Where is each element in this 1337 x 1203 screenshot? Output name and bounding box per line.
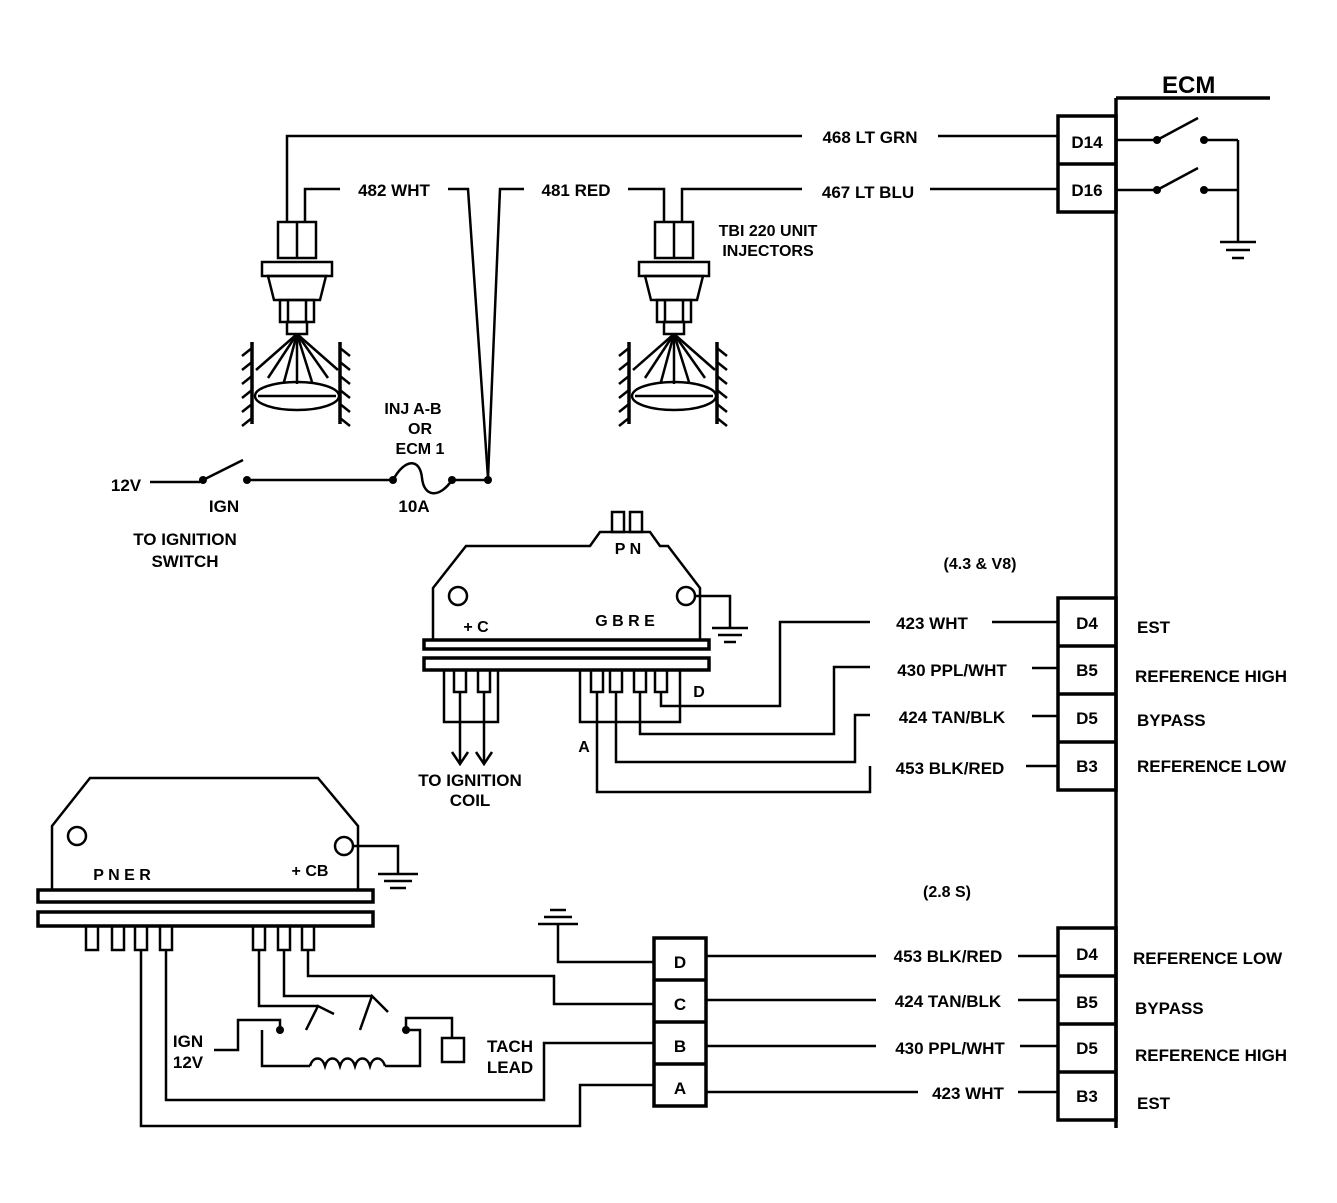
connector-b: B (674, 1037, 686, 1056)
pin-d16: D16 (1071, 181, 1102, 200)
connector-d: D (674, 953, 686, 972)
v8-pin-a: A (578, 739, 590, 756)
v8-pin-label: B3 (1076, 757, 1098, 776)
m28-right-pins: + CB (292, 863, 329, 880)
m28-left-pins: P N E R (93, 867, 151, 884)
injectors-label-line2: INJECTORS (722, 243, 814, 260)
m28-module-ground-icon (378, 872, 418, 890)
ecm-block: ECM (1114, 72, 1270, 1128)
ign-label: IGN (209, 497, 239, 516)
v8-row-reference-low: 453 BLK/RED B3 REFERENCE LOW (896, 757, 1287, 778)
fuse-icon (389, 462, 456, 495)
coil-label-line2: COIL (450, 791, 491, 810)
m28-pickup-coil-icon (257, 950, 654, 1071)
fuse-label-line1: INJ A-B (384, 401, 441, 418)
wire-468-label: 468 LT GRN (822, 128, 917, 147)
m28-wire-label: 430 PPL/WHT (895, 1039, 1005, 1058)
ecm-label: ECM (1162, 72, 1215, 99)
v8-func-label: EST (1137, 618, 1171, 637)
wire-467-label: 467 LT BLU (822, 183, 914, 202)
v8-wire-label: 424 TAN/BLK (899, 708, 1006, 727)
connector-a: A (674, 1079, 686, 1098)
wire-481-label: 481 RED (542, 181, 611, 200)
m28-func-label: BYPASS (1135, 999, 1204, 1018)
m28-pin-label: B3 (1076, 1087, 1098, 1106)
v8-func-label: REFERENCE LOW (1137, 757, 1287, 776)
v8-pin-d: D (693, 684, 705, 701)
ignition-switch-icon (199, 458, 251, 484)
v12-label: 12V (111, 476, 142, 495)
injector-circuit: D14 D16 468 LT GRN 482 WHT 481 RED 467 L… (241, 114, 1118, 479)
m28-wire-label: 424 TAN/BLK (895, 992, 1002, 1011)
v8-wire-label: 423 WHT (896, 614, 968, 633)
v8-right-pins: G B R E (595, 613, 655, 630)
v8-top-pins: P N (615, 541, 641, 558)
v8-func-label: REFERENCE HIGH (1135, 667, 1287, 686)
m28-wire-label: 453 BLK/RED (894, 947, 1003, 966)
m28-row-reference-high: 430 PPL/WHT D5 REFERENCE HIGH (895, 1039, 1287, 1065)
coil-label-line1: TO IGNITION (418, 771, 522, 790)
m28-row-est: 423 WHT B3 EST (932, 1084, 1171, 1113)
injectors-label-line1: TBI 220 UNIT (719, 223, 818, 240)
v8-pin-label: B5 (1076, 661, 1098, 680)
m28-func-label: REFERENCE LOW (1133, 949, 1283, 968)
v8-left-pins: + C (463, 619, 489, 636)
v8-row-est: 423 WHT D4 EST (896, 614, 1171, 637)
v8-ground-icon (712, 626, 748, 644)
v8-row-reference-high: 430 PPL/WHT B5 REFERENCE HIGH (897, 661, 1287, 686)
m28-func-label: EST (1137, 1094, 1171, 1113)
switch-label-line2: SWITCH (151, 552, 218, 571)
m28-pin-label: D4 (1076, 945, 1098, 964)
ignition-module-v8: (4.3 & V8) P N + C G B R E TO IGNITION C… (418, 510, 1287, 810)
v8-wire-label: 453 BLK/RED (896, 759, 1005, 778)
ign12v-label-line1: IGN (173, 1032, 203, 1051)
tach-label-line1: TACH (487, 1037, 533, 1056)
connector-c: C (674, 995, 686, 1014)
m28-wire-label: 423 WHT (932, 1084, 1004, 1103)
m28-variant-label: (2.8 S) (923, 884, 971, 901)
v8-row-bypass: 424 TAN/BLK D5 BYPASS (899, 708, 1206, 730)
tach-label-line2: LEAD (487, 1058, 533, 1077)
m28-pin-label: D5 (1076, 1039, 1098, 1058)
ecm-driver-switches (1116, 116, 1240, 242)
m28-pin-label: B5 (1076, 993, 1098, 1012)
wire-482-label: 482 WHT (358, 181, 430, 200)
ignition-module-28: (2.8 S) P N E R + CB (36, 776, 1287, 1128)
m28-row-bypass: 424 TAN/BLK B5 BYPASS (895, 992, 1204, 1018)
v8-pin-label: D5 (1076, 709, 1098, 728)
ign12v-label-line2: 12V (173, 1053, 204, 1072)
injector-a-icon (241, 220, 351, 427)
injector-b-icon (618, 220, 728, 427)
v8-wire-label: 430 PPL/WHT (897, 661, 1007, 680)
ecm-ground-icon (1220, 240, 1256, 260)
m28-func-label: REFERENCE HIGH (1135, 1046, 1287, 1065)
connector-ground-icon (538, 908, 578, 926)
power-feed: 12V IGN INJ A-B OR ECM 1 10A TO IGNITION… (111, 401, 492, 571)
pin-d14: D14 (1071, 133, 1103, 152)
fuse-label-line3: ECM 1 (396, 441, 445, 458)
fuse-label-line2: OR (408, 421, 432, 438)
fuse-rating: 10A (398, 497, 429, 516)
v8-pin-label: D4 (1076, 614, 1098, 633)
switch-label-line1: TO IGNITION (133, 530, 237, 549)
v8-func-label: BYPASS (1137, 711, 1206, 730)
m28-row-reference-low: 453 BLK/RED D4 REFERENCE LOW (894, 945, 1283, 968)
v8-variant-label: (4.3 & V8) (944, 556, 1017, 573)
